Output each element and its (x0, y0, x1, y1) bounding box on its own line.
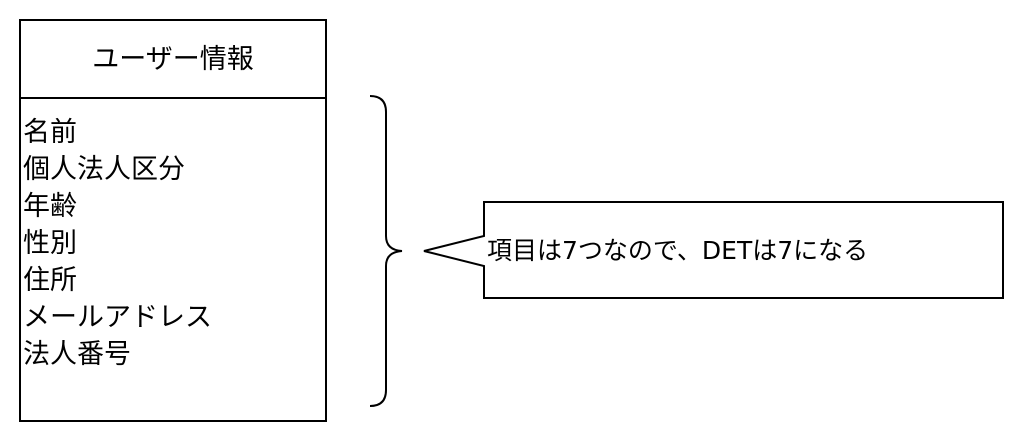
attribute-item: 年齢 (23, 191, 77, 222)
attribute-item: 住所 (23, 265, 77, 296)
attribute-item: 法人番号 (23, 339, 131, 370)
entity-box: ユーザー情報 名前 個人法人区分 年齢 性別 住所 メールアドレス 法人番号 (19, 19, 327, 422)
attribute-item: 名前 (23, 117, 77, 148)
attribute-list: 名前 個人法人区分 年齢 性別 住所 メールアドレス 法人番号 (21, 99, 325, 373)
curly-brace (369, 95, 403, 407)
attribute-item: 個人法人区分 (23, 154, 185, 185)
attribute-item: 性別 (23, 228, 77, 259)
callout-text: 項目は7つなので、DETは7になる (487, 236, 869, 265)
entity-title: ユーザー情報 (21, 21, 325, 99)
speech-callout (423, 201, 1004, 299)
attribute-item: メールアドレス (23, 302, 212, 333)
